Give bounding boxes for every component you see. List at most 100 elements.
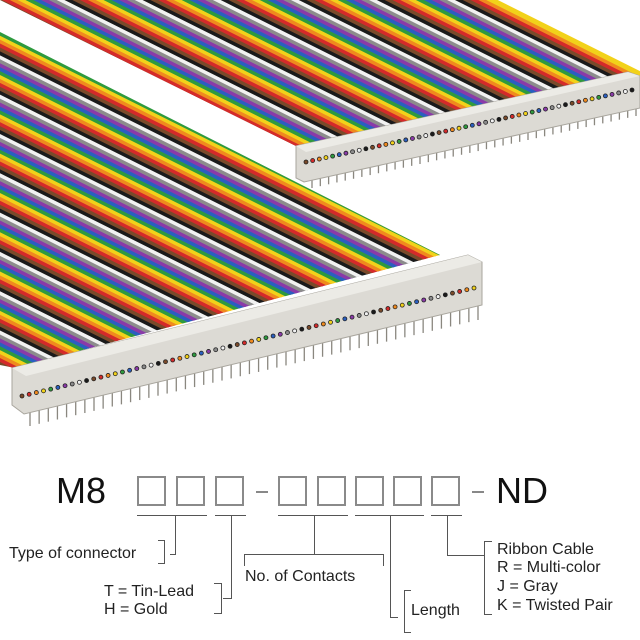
contact-hole (69, 381, 75, 387)
contact-hole (349, 314, 355, 320)
contact-hole (323, 155, 329, 160)
ribbon-cable-assembly-image (0, 0, 640, 426)
wire (0, 32, 204, 333)
wire (0, 0, 322, 148)
contact-hole (242, 340, 247, 346)
contact-hole (616, 90, 622, 96)
wire (0, 32, 256, 320)
contact-hole (330, 153, 336, 159)
contact-hole (249, 338, 254, 344)
wire (0, 32, 220, 329)
lower-connector-contacts (19, 285, 477, 399)
contact-hole (622, 89, 628, 94)
wire (0, 32, 172, 341)
wire (0, 0, 328, 148)
label-length: Length (411, 602, 460, 619)
wire (0, 32, 429, 277)
wire (0, 32, 272, 316)
wire (0, 0, 387, 141)
contact-hole (464, 287, 470, 293)
label-ribbon-cable: Ribbon Cable (497, 541, 594, 558)
code-box-4 (278, 476, 307, 506)
contact-hole (543, 106, 548, 112)
contact-hole (299, 326, 305, 332)
code-box-8 (431, 476, 460, 506)
wire (0, 0, 393, 140)
contact-hole (206, 349, 211, 354)
wire (0, 32, 356, 295)
upper-connector-contacts (303, 87, 635, 165)
label-twisted-pair: K = Twisted Pair (497, 597, 613, 614)
contact-hole (602, 93, 608, 99)
wire (0, 32, 309, 307)
wire (0, 0, 468, 123)
wire (0, 0, 506, 114)
wire (0, 0, 414, 135)
contact-hole (285, 330, 290, 335)
wire (0, 0, 376, 143)
contact-hole (320, 321, 326, 327)
wire (0, 32, 214, 331)
contact-hole (76, 379, 82, 385)
wire (0, 32, 251, 321)
contact-hole (576, 99, 582, 105)
contact-hole (343, 150, 349, 156)
contact-hole (399, 302, 405, 308)
contact-hole (26, 391, 32, 397)
wire (0, 0, 608, 91)
wire (0, 0, 549, 105)
wire (0, 0, 452, 126)
contact-hole (442, 292, 448, 298)
wire (0, 0, 544, 106)
wire (0, 0, 457, 125)
wire (0, 0, 447, 128)
wire (0, 32, 330, 302)
contact-hole (430, 131, 435, 137)
contact-hole (127, 367, 133, 373)
contact-hole (392, 304, 398, 310)
contact-hole (421, 297, 427, 303)
wire (0, 0, 560, 102)
contact-hole (536, 108, 542, 113)
contact-hole (170, 357, 176, 363)
contact-hole (277, 331, 283, 337)
wire (0, 0, 571, 100)
wire (0, 32, 319, 304)
contact-hole (569, 100, 575, 106)
wire (0, 0, 511, 113)
label-no-of-contacts: No. of Contacts (245, 568, 356, 585)
contact-hole (356, 147, 362, 153)
contact-hole (134, 366, 140, 371)
code-box-5 (317, 476, 346, 506)
contact-hole (414, 299, 420, 305)
wire (0, 0, 517, 112)
contact-hole (316, 156, 322, 162)
contact-hole (589, 96, 595, 102)
wire (0, 0, 538, 107)
wire (0, 32, 351, 297)
wire (0, 0, 614, 90)
contact-hole (435, 294, 441, 299)
wire (0, 0, 635, 85)
wire (0, 32, 403, 283)
contact-hole (471, 285, 477, 291)
wire (0, 0, 522, 111)
contact-hole (363, 311, 369, 317)
wire (0, 0, 630, 87)
wire (0, 0, 479, 120)
dash-2 (472, 491, 484, 493)
label-tin-lead: T = Tin-Lead (104, 583, 194, 600)
contact-hole (509, 114, 515, 119)
contact-hole (489, 118, 495, 124)
wire (0, 0, 339, 148)
wire (0, 0, 555, 104)
contact-hole (62, 383, 68, 389)
contact-hole (198, 350, 204, 356)
wire (0, 0, 382, 142)
contact-hole (91, 376, 97, 382)
wire (0, 32, 434, 276)
wire (0, 0, 409, 136)
contact-hole (120, 369, 125, 375)
contact-hole (428, 295, 434, 301)
wire (0, 32, 262, 319)
